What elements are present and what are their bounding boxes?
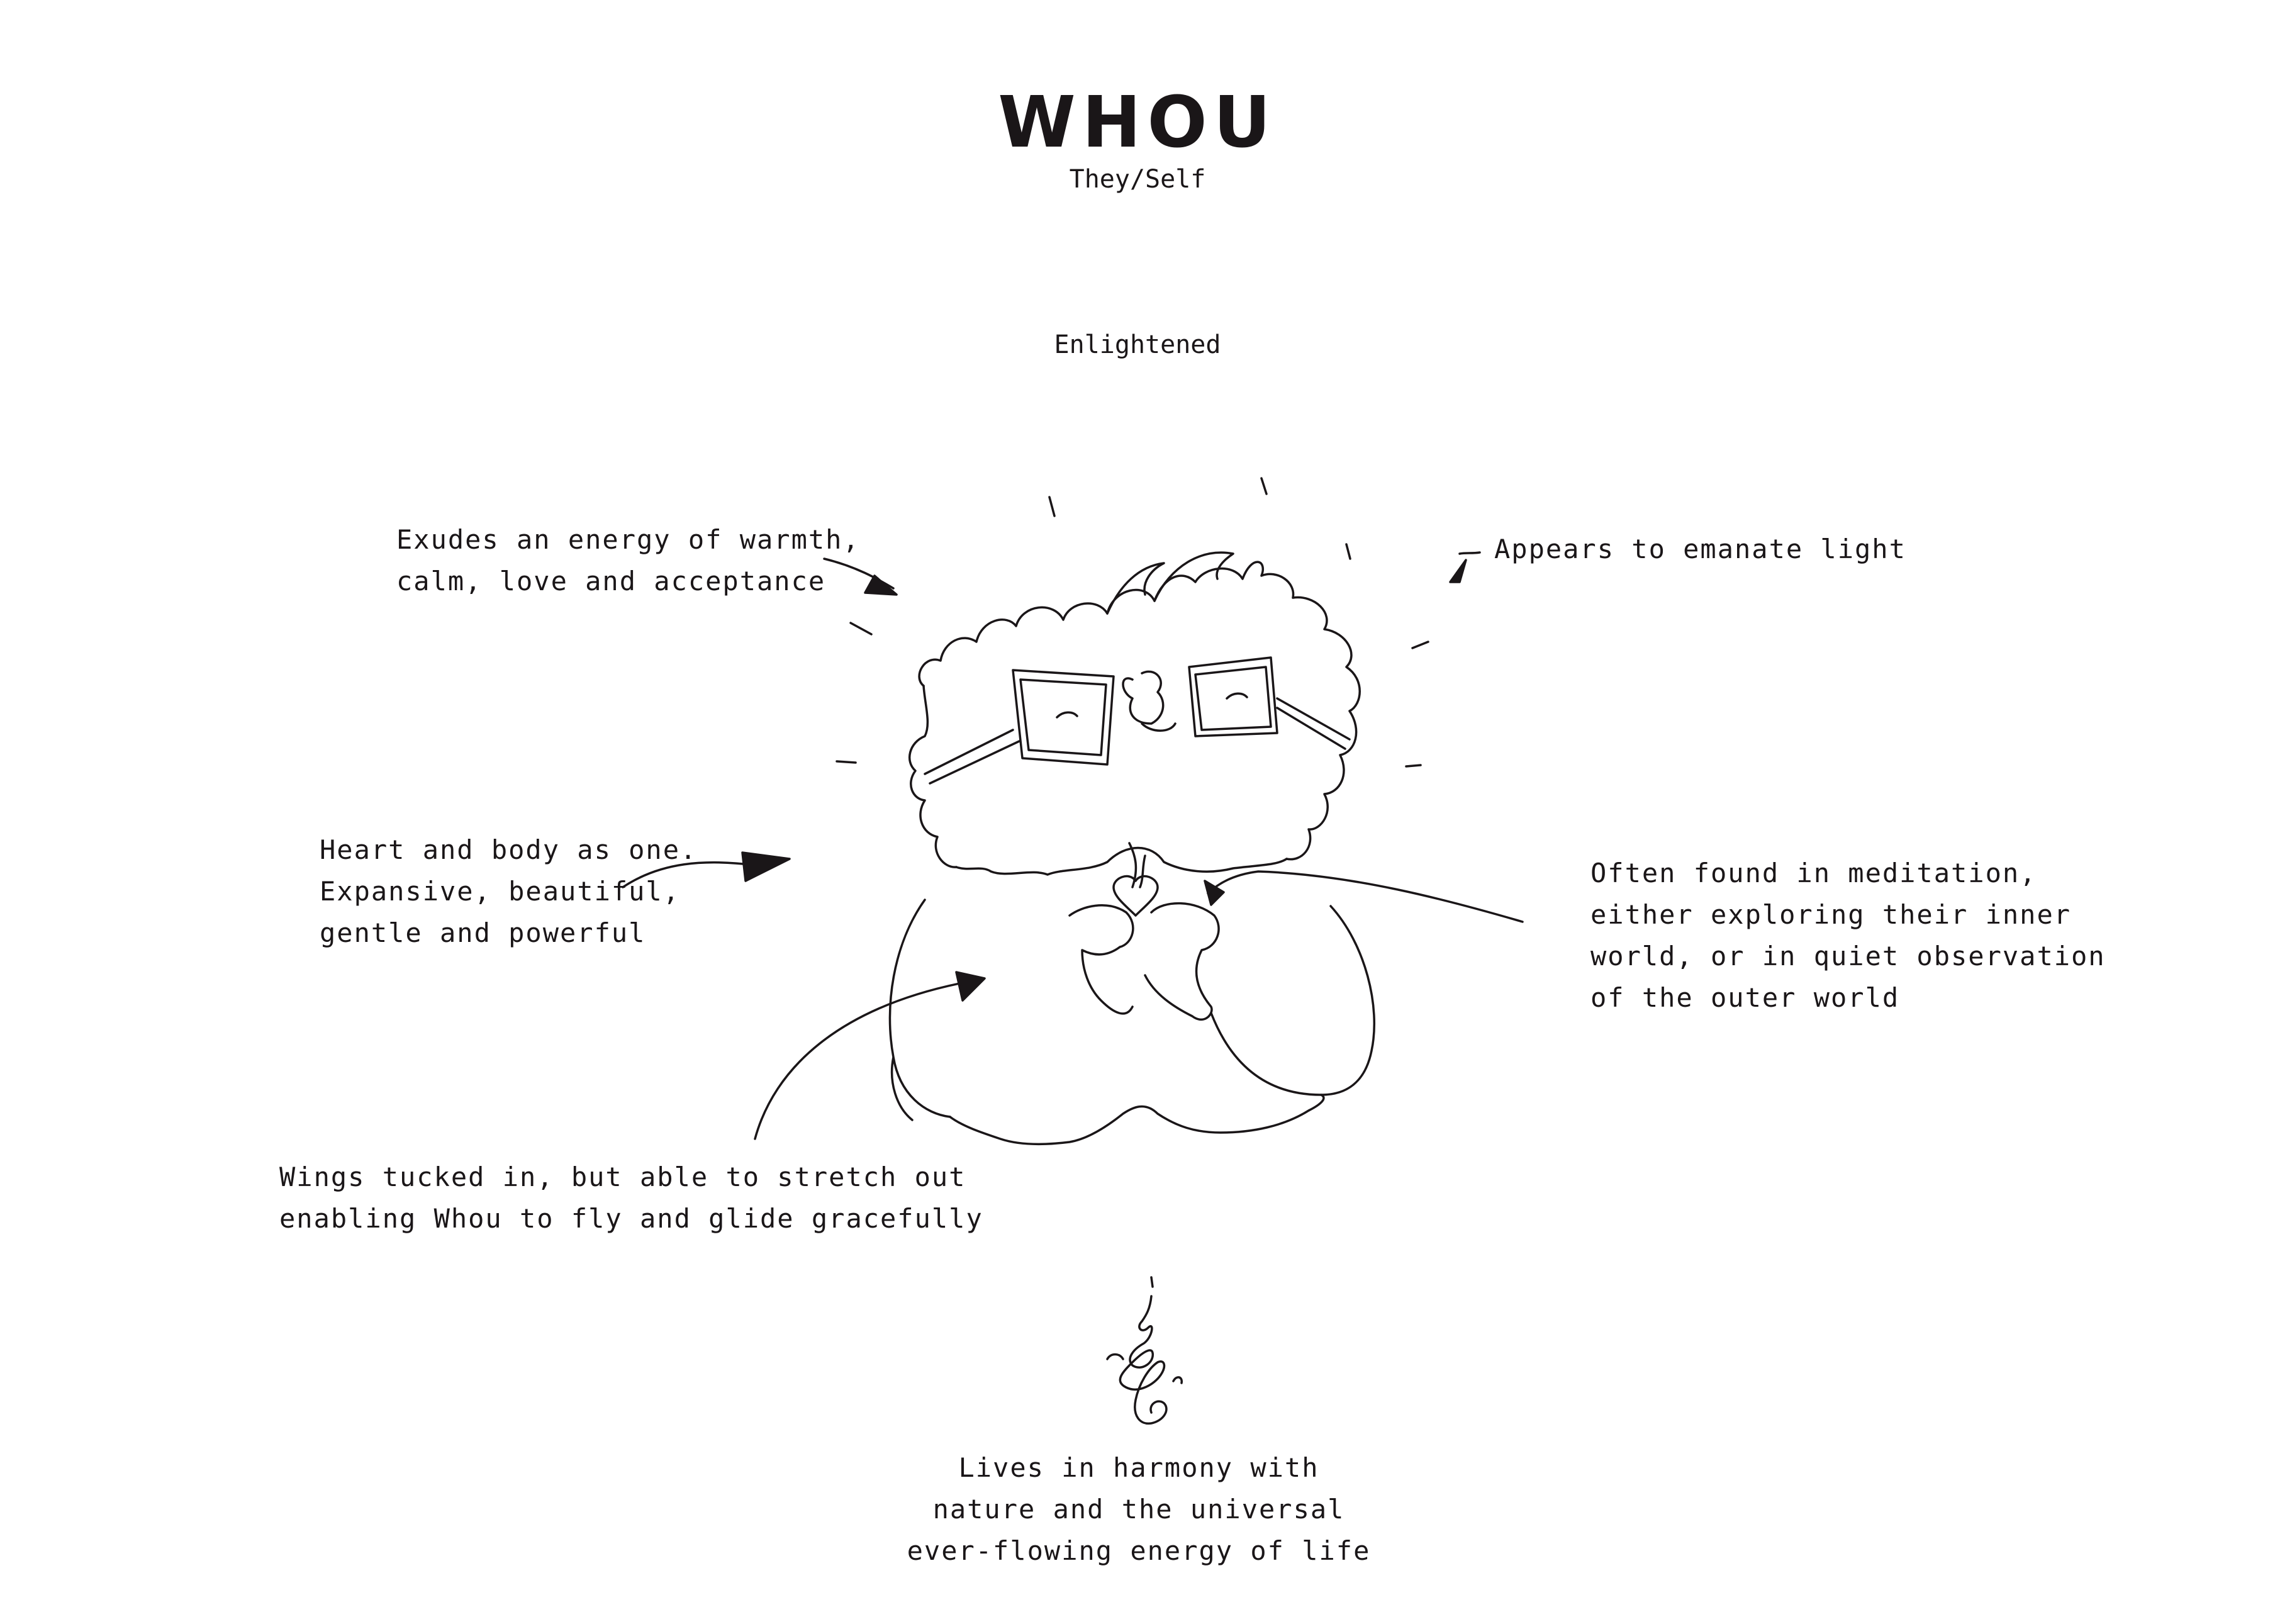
owl-chest-fluff bbox=[955, 846, 1288, 876]
state-label: Enlightened bbox=[1054, 330, 1221, 359]
light-rays bbox=[836, 477, 1429, 768]
annotation-wings: Wings tucked in, but able to stretch out… bbox=[279, 1162, 983, 1234]
annotation-warmth: Exudes an energy of warmth, calm, love a… bbox=[396, 524, 860, 596]
pronouns-label: They/Self bbox=[1069, 165, 1206, 194]
annotation-meditation: Often found in meditation, either explor… bbox=[1590, 858, 2106, 1013]
left-closed-eye bbox=[1056, 711, 1078, 719]
glasses bbox=[924, 656, 1351, 785]
owl-left-hand bbox=[1068, 904, 1134, 1015]
annotation-arrows bbox=[622, 551, 1524, 1140]
owl-heart bbox=[1112, 875, 1159, 917]
unalome-symbol bbox=[1106, 1276, 1183, 1425]
owl-head-outline bbox=[918, 561, 1361, 861]
annotation-harmony: Lives in harmony with nature and the uni… bbox=[907, 1452, 1371, 1566]
right-closed-eye bbox=[1226, 692, 1248, 700]
annotation-heart: Heart and body as one. Expansive, beauti… bbox=[320, 834, 698, 948]
owl-left-wing bbox=[888, 899, 951, 1121]
page-title: WHOU bbox=[998, 82, 1277, 164]
owl-right-hand bbox=[1144, 902, 1220, 1021]
owl-hair-tuft bbox=[1106, 551, 1234, 615]
owl-right-wing bbox=[1210, 905, 1376, 1096]
owl-feet-fluff bbox=[949, 1094, 1325, 1145]
owl-beak bbox=[1122, 670, 1177, 732]
annotation-light: Appears to emanate light bbox=[1494, 534, 1906, 564]
owl-left-cheek bbox=[908, 685, 958, 868]
owl-chest-center bbox=[1128, 842, 1146, 888]
